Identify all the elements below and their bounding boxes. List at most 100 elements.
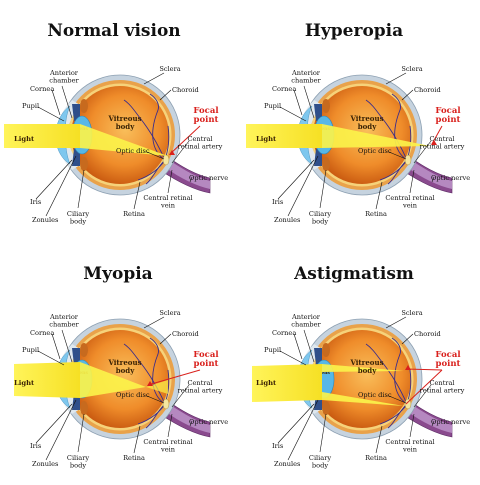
ciliary-body-label-line: Ciliary: [67, 210, 89, 218]
blood-vessel: [387, 159, 408, 185]
central-retinal-vein-leader: [167, 169, 173, 194]
ciliary-body-leader: [77, 169, 85, 209]
choroid-leader: [159, 89, 172, 101]
light-beam-lower: [322, 392, 404, 406]
iris-top: [72, 348, 80, 365]
choroid-leader: [159, 333, 172, 345]
iris-leader: [277, 403, 315, 444]
anterior-chamber-label-line: chamber: [291, 321, 321, 329]
central-retinal-vein-label-line: vein: [402, 446, 418, 454]
optic-nerve-leader: [431, 420, 435, 427]
ciliary-body-label-line: body: [70, 218, 86, 226]
central-retinal-artery-label-line: retinal artery: [420, 387, 465, 395]
blood-vessel: [391, 337, 408, 405]
blood-vessel: [123, 99, 166, 161]
cornea-label: Cornea: [30, 85, 54, 93]
pupil-label: Pupil: [22, 346, 39, 354]
sclera-label: Sclera: [159, 309, 180, 317]
pupil-leader: [37, 350, 65, 366]
light-label: Light: [256, 379, 277, 387]
central-retinal-artery-label-line: retinal artery: [178, 143, 223, 151]
optic-disc-label: Optic disc: [358, 391, 392, 399]
central-retinal-artery-label-line: retinal artery: [420, 143, 465, 151]
optic-disc: [162, 154, 170, 166]
ciliary-body-bottom: [80, 157, 88, 171]
central-retinal-artery-leader: [413, 384, 432, 408]
light-beam-diverge: [146, 380, 168, 394]
iris-top: [314, 104, 322, 121]
anterior-chamber-leader: [61, 85, 73, 119]
panel-title: Hyperopia: [305, 21, 403, 41]
cornea-leader: [293, 333, 303, 360]
cornea-leader: [51, 333, 61, 360]
central-retinal-vein-label-line: vein: [160, 446, 176, 454]
zonules-label: Zonules: [32, 460, 59, 468]
zonules-leader: [287, 399, 319, 461]
ciliary-body-label-line: body: [312, 462, 328, 470]
ciliary-body-leader: [319, 413, 327, 453]
cornea-leader: [293, 89, 303, 116]
choroid-label: Choroid: [172, 330, 199, 338]
optic-nerve-core: [166, 162, 210, 189]
central-retinal-vein-label-line: Central retinal: [143, 194, 192, 202]
focal-point-label-line: point: [194, 115, 219, 125]
pupil-label: Pupil: [264, 102, 281, 110]
vitreous-label-line: Vitreous: [107, 114, 141, 123]
cornea-label: Cornea: [272, 329, 296, 337]
optic-nerve-core: [408, 162, 452, 189]
ciliary-body-label-line: body: [70, 462, 86, 470]
focal-point-arrowhead: [147, 381, 153, 386]
blood-vessel: [149, 93, 166, 161]
central-retinal-vein-label-line: Central retinal: [385, 438, 434, 446]
ciliary-body-label-line: body: [312, 218, 328, 226]
optic-nerve-label: Optic nerve: [189, 174, 228, 182]
vitreous-label-line: Vitreous: [349, 114, 383, 123]
optic-nerve-label: Optic nerve: [431, 174, 470, 182]
light-beam-in: [246, 124, 322, 148]
ciliary-body-label-line: Ciliary: [309, 210, 331, 218]
focal-point-label-line: point: [194, 359, 219, 369]
focal-point-arrowhead: [405, 365, 411, 370]
optic-disc-leader: [388, 151, 407, 160]
zonules-leader: [45, 399, 77, 461]
iris-bottom: [72, 149, 80, 166]
focal-point-arrow: [147, 369, 201, 386]
optic-nerve-leader: [189, 420, 193, 427]
iris-label: Iris: [30, 198, 42, 206]
anterior-chamber-leader: [61, 329, 73, 363]
cornea-label: Cornea: [30, 329, 54, 337]
optic-disc: [162, 398, 170, 410]
blood-vessel: [145, 403, 166, 429]
iris-label: Iris: [272, 198, 284, 206]
pupil-leader: [279, 350, 307, 366]
optic-nerve-core: [408, 406, 452, 433]
focal-point-label-line: point: [436, 115, 461, 125]
central-retinal-artery-leader: [171, 384, 190, 408]
focal-point-label-line: Focal: [193, 350, 219, 360]
focal-point-label-line: Focal: [435, 106, 461, 116]
optic-nerve-leader: [189, 176, 193, 183]
choroid-leader: [401, 89, 414, 101]
central-retinal-artery-label-line: Central: [429, 379, 454, 387]
central-retinal-artery-label-line: retinal artery: [178, 387, 223, 395]
ciliary-body-bottom: [322, 157, 330, 171]
central-retinal-vein-label-line: vein: [402, 202, 418, 210]
central-retinal-vein-leader: [167, 413, 173, 438]
sclera-label: Sclera: [401, 65, 422, 73]
vitreous-label-line: body: [116, 122, 135, 131]
ciliary-body-top: [80, 343, 88, 357]
central-retinal-artery-leader: [171, 140, 190, 164]
ciliary-body-leader: [77, 413, 85, 453]
optic-nerve-leader: [431, 176, 435, 183]
vitreous-label-line: body: [358, 366, 377, 375]
iris-label: Iris: [272, 442, 284, 450]
optic-disc: [404, 154, 412, 166]
